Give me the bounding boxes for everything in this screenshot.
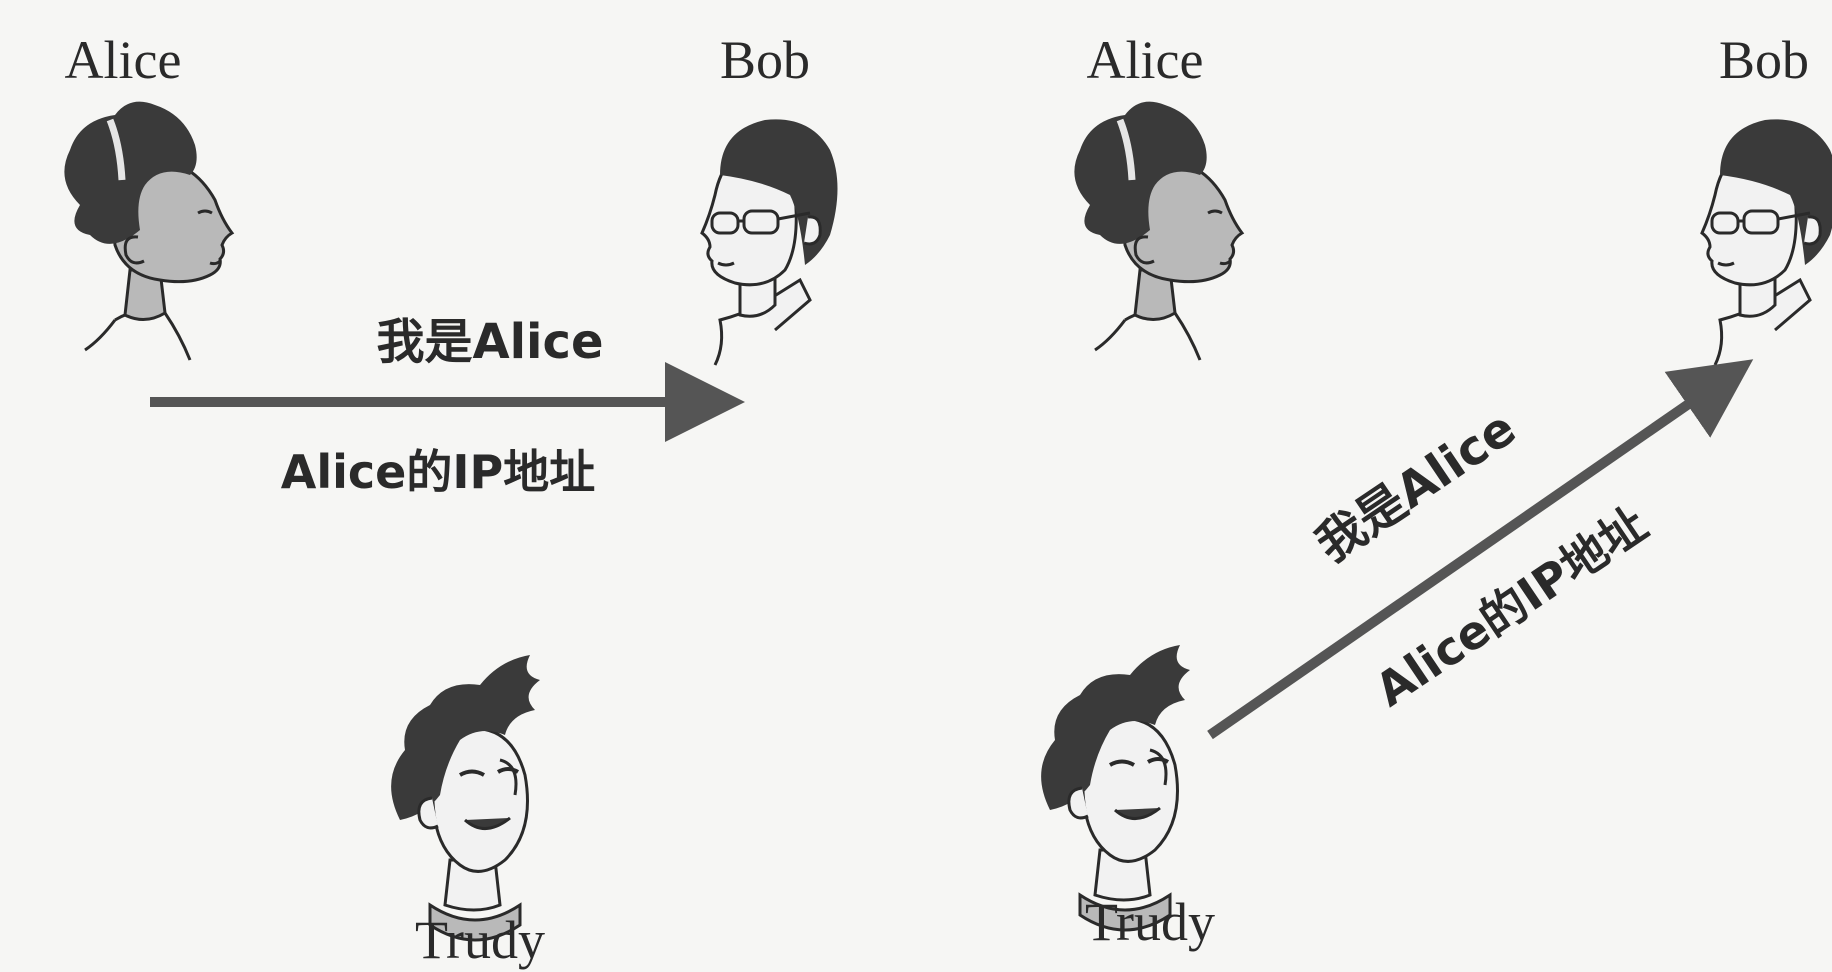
right-spoofed-packet-arrow	[1207, 359, 1754, 740]
left-bob-figure	[700, 117, 839, 367]
left-alice-figure	[64, 102, 232, 360]
left-message-text: 我是Alice	[376, 314, 603, 370]
right-alice-label: Alice	[1087, 30, 1204, 90]
left-trudy-label: Trudy	[415, 910, 545, 970]
right-bob-figure	[1700, 117, 1832, 367]
left-panel: Alice Bob 我是Alice Alice的IP地址 Trudy	[64, 30, 839, 970]
right-alice-figure	[1074, 102, 1242, 360]
right-message-text: 我是Alice	[1306, 400, 1526, 573]
left-bob-label: Bob	[720, 30, 810, 90]
right-bob-label: Bob	[1719, 30, 1809, 90]
right-panel: Alice Bob 我是Alice Alice的IP地址 Trudy	[1039, 30, 1832, 952]
left-alice-label: Alice	[65, 30, 182, 90]
right-trudy-label: Trudy	[1085, 892, 1215, 952]
left-trudy-figure	[389, 653, 542, 942]
left-source-ip-text: Alice的IP地址	[281, 445, 595, 499]
right-trudy-figure	[1039, 643, 1192, 932]
